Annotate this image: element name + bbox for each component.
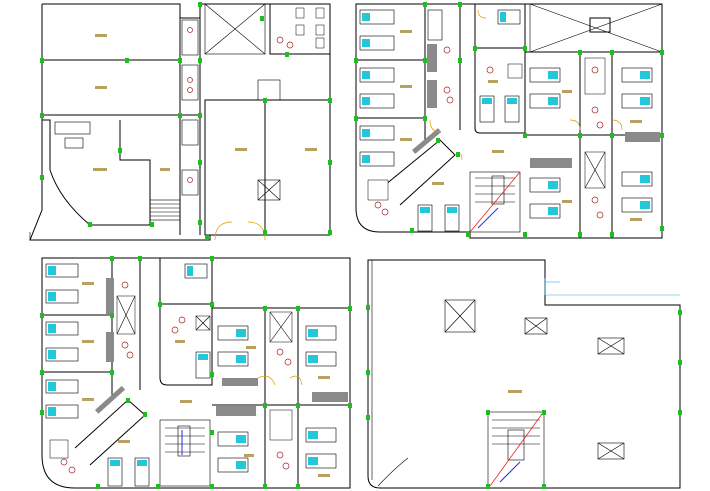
plan-3-beds-right xyxy=(217,325,337,473)
plan-3-outer-wall xyxy=(41,257,351,489)
plan-1-void xyxy=(204,3,266,55)
plan-4-skylight xyxy=(597,337,625,355)
plan-1-stair xyxy=(149,199,181,221)
plan-2-columns xyxy=(354,2,664,237)
plan-2-outer-wall xyxy=(355,3,663,239)
plan-1-reception-desk xyxy=(54,121,91,135)
plan-1-toilet-block xyxy=(269,3,331,55)
plan-4-outer-wall xyxy=(367,259,681,489)
plan-4-stair-core xyxy=(487,411,545,489)
plan-2-typical-floor xyxy=(354,2,664,239)
plan-4-roof-plan xyxy=(366,259,682,489)
plan-2-beds-left xyxy=(359,9,395,167)
plan-1-table xyxy=(64,137,84,149)
plan-2-stair xyxy=(469,171,521,233)
plan-1-entry-door-2 xyxy=(247,221,266,241)
plan-1-ground-floor xyxy=(29,2,332,241)
plan-1-lift xyxy=(257,79,281,101)
plan-1-lobby-wall xyxy=(42,119,151,226)
plan-1-lift-2 xyxy=(257,179,281,201)
plan-3-stair xyxy=(159,419,211,487)
plan-2-diagonal-corridor xyxy=(384,139,456,206)
plan-1-entry-door xyxy=(214,221,233,241)
plan-4-columns xyxy=(366,305,682,489)
plan-4-shaft xyxy=(444,299,476,333)
plan-4-skylight-2 xyxy=(597,442,625,460)
plan-3-columns xyxy=(40,256,352,489)
plan-1-hall-a xyxy=(204,99,266,236)
plan-1-columns xyxy=(40,2,332,240)
plan-2-beds-right xyxy=(529,67,653,219)
plan-3-typical-floor xyxy=(40,256,352,489)
plan-3-beds-left xyxy=(45,263,79,419)
plan-1-hall-b xyxy=(264,99,331,236)
